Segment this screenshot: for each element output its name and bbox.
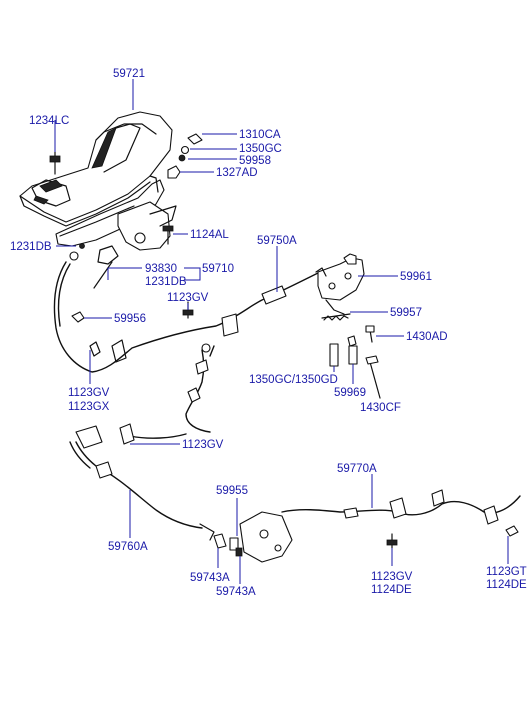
equalizer-bracket-drawing bbox=[315, 253, 365, 315]
label-1350GC-1350GD: 1350GC/1350GD bbox=[249, 374, 338, 386]
label-1123GX: 1123GX bbox=[68, 401, 110, 413]
label-1123GT: 1123GT bbox=[486, 566, 527, 578]
rear-cable-left-drawing bbox=[69, 343, 215, 541]
label-59743A-2: 59743A bbox=[216, 586, 256, 598]
label-59957: 59957 bbox=[390, 307, 422, 319]
label-1234LC: 1234LC bbox=[29, 115, 69, 127]
label-1327AD: 1327AD bbox=[216, 167, 258, 179]
label-1231DB-left: 1231DB bbox=[10, 241, 52, 253]
label-59743A-1: 59743A bbox=[190, 572, 230, 584]
label-59958: 59958 bbox=[239, 155, 271, 167]
part-labels: 59721 1234LC 1310CA 1350GC 59958 1327AD … bbox=[10, 68, 527, 598]
spring-and-pins-drawing bbox=[321, 313, 381, 399]
clips-drawing bbox=[213, 533, 243, 557]
label-1124DE-bottom: 1124DE bbox=[371, 584, 412, 596]
label-1123GV-top: 1123GV bbox=[167, 292, 209, 304]
label-59956: 59956 bbox=[114, 313, 146, 325]
label-59750A: 59750A bbox=[257, 235, 297, 247]
front-cable-drawing bbox=[53, 251, 321, 373]
label-1350GC: 1350GC bbox=[239, 143, 282, 155]
console-cover-drawing bbox=[19, 111, 173, 227]
label-1123GV-bottom: 1123GV bbox=[371, 571, 413, 583]
label-59770A: 59770A bbox=[337, 463, 377, 475]
label-1123GV-mid: 1123GV bbox=[182, 439, 224, 451]
label-1430CF: 1430CF bbox=[360, 402, 401, 414]
lever-hardware-drawing bbox=[49, 133, 203, 323]
label-1231DB-mid: 1231DB bbox=[145, 276, 187, 288]
label-59955: 59955 bbox=[216, 485, 248, 497]
label-1310CA: 1310CA bbox=[239, 129, 281, 141]
label-59710: 59710 bbox=[202, 263, 234, 275]
label-59721: 59721 bbox=[113, 68, 145, 80]
label-1124AL: 1124AL bbox=[190, 229, 229, 241]
rear-cable-right-drawing bbox=[239, 489, 521, 563]
label-59961: 59961 bbox=[400, 271, 432, 283]
label-1123GV-left: 1123GV bbox=[68, 387, 110, 399]
leader-lines bbox=[54, 79, 509, 584]
label-1124DE-right: 1124DE bbox=[486, 579, 527, 591]
label-59969: 59969 bbox=[334, 387, 366, 399]
label-59760A: 59760A bbox=[108, 541, 148, 553]
label-1430AD: 1430AD bbox=[406, 331, 448, 343]
label-93830: 93830 bbox=[145, 263, 177, 275]
